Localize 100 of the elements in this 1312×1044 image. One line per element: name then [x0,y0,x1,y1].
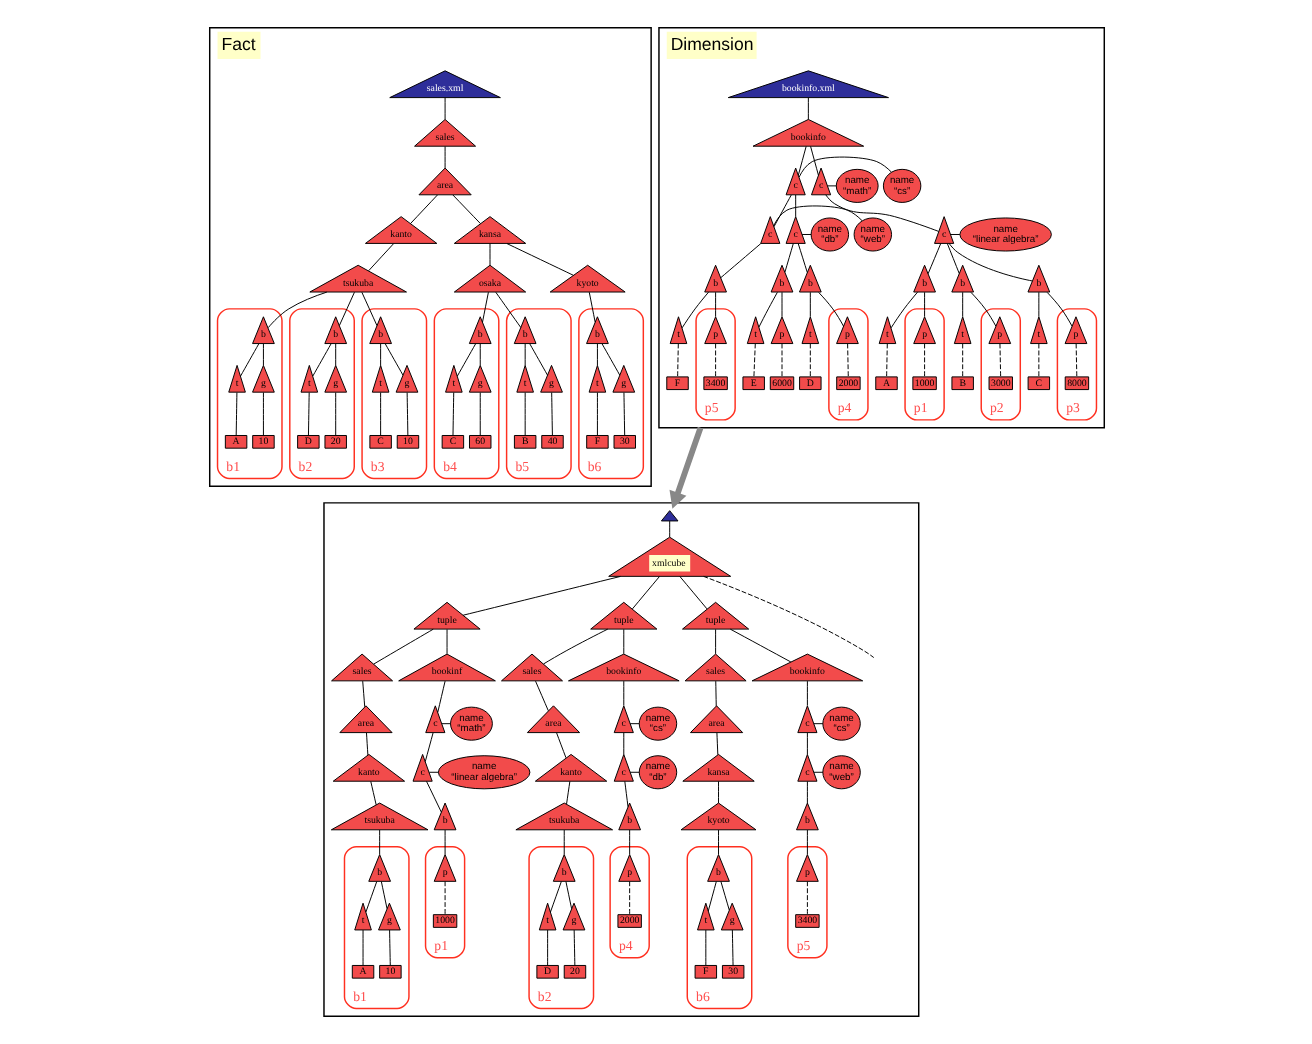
connector [945,243,959,274]
connector [494,291,521,328]
arrow [668,426,703,509]
connector [630,575,659,610]
connector [714,628,716,655]
connector [714,343,716,378]
connector [549,881,561,913]
connector [805,780,807,804]
connector [797,156,891,178]
connector [812,723,823,725]
connector [628,723,639,725]
connector [528,343,547,376]
connector [780,291,782,318]
connector [923,343,925,378]
connector [783,243,793,273]
connector [337,291,354,327]
connector [379,881,387,910]
connector [365,732,368,756]
connector [451,194,480,225]
connector [796,243,807,273]
connector [817,291,843,327]
connector [481,291,488,323]
connector [714,680,716,707]
connector [455,343,476,377]
connector [623,780,628,808]
connector [622,732,624,755]
connector [388,929,390,966]
connector [628,881,630,916]
connector [780,343,782,378]
connector [542,628,608,665]
connector [998,343,1001,378]
connector [715,732,718,756]
connector [796,145,806,176]
connector [369,780,376,806]
connector [383,343,403,376]
connector [445,628,447,655]
connector [361,680,365,708]
connector [364,881,377,913]
connector [379,343,381,366]
connector [800,234,811,235]
connector [717,829,718,855]
connector [806,97,808,120]
connector [1037,291,1039,318]
connector [372,628,433,665]
connector [443,145,445,169]
node-triangle [659,510,678,522]
connector [443,881,445,916]
connector [546,929,548,966]
connector [805,829,807,855]
connector [425,780,441,813]
connector [266,291,327,329]
connector [676,343,678,378]
connector [595,343,597,366]
connector [805,680,807,707]
cluster [322,502,919,1017]
connector [405,392,408,436]
connector [717,780,718,804]
connector [622,628,624,655]
connector [889,291,918,329]
connector [757,291,777,328]
connector [379,392,381,436]
connector [572,929,575,966]
connector [628,829,630,855]
connector [949,234,960,235]
connector [772,205,862,227]
connector [846,343,848,378]
connector [702,575,874,659]
connector [926,243,941,275]
connector [505,243,573,276]
connector [595,392,597,436]
connector [261,392,263,436]
connector [523,392,525,436]
connector [360,291,377,327]
connector [622,392,625,436]
connector [436,680,445,713]
connector [306,392,309,436]
connector [488,243,490,266]
connector [704,929,706,966]
connector [961,343,963,378]
connector [961,291,963,318]
connector [678,575,707,610]
connector [562,829,564,855]
connector [809,145,818,176]
connector [772,194,791,228]
connector [478,392,480,436]
connector [409,194,437,225]
connector [334,343,336,366]
connector [805,732,807,755]
connector [361,929,363,966]
connector [1045,291,1072,327]
connector [261,343,263,366]
connector [728,628,791,663]
connector [794,194,796,218]
connector [550,392,552,436]
connector [534,680,548,712]
connector [564,881,572,910]
connector [969,291,996,327]
connector [680,291,709,329]
connector [923,291,925,318]
connector [628,771,639,773]
